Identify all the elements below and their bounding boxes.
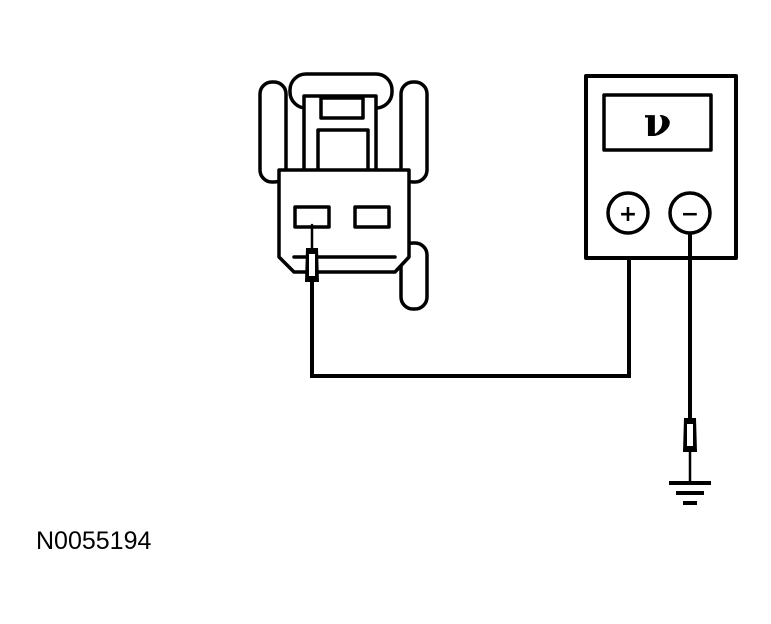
positive-probe xyxy=(305,223,319,282)
negative-probe xyxy=(683,418,697,484)
figure-reference-code: N0055194 xyxy=(36,527,151,555)
connector-top-slot xyxy=(319,96,365,120)
positive-test-lead xyxy=(310,228,631,378)
positive-terminal xyxy=(606,191,650,235)
connector-window xyxy=(316,128,370,174)
voltmeter-display xyxy=(602,93,713,152)
electrical-connector xyxy=(258,72,429,311)
positive-probe-highlight xyxy=(309,254,315,276)
negative-terminal-label: − xyxy=(681,202,699,227)
connector-left-latch xyxy=(258,80,288,184)
connector-right-latch xyxy=(399,80,429,184)
negative-probe-highlight xyxy=(687,424,693,446)
voltmeter: ν + − xyxy=(584,74,738,260)
ground-icon xyxy=(669,481,711,505)
positive-terminal-label: + xyxy=(619,202,637,227)
voltmeter-display-symbol: ν xyxy=(644,99,672,146)
terminal-cavity-right xyxy=(353,205,391,229)
